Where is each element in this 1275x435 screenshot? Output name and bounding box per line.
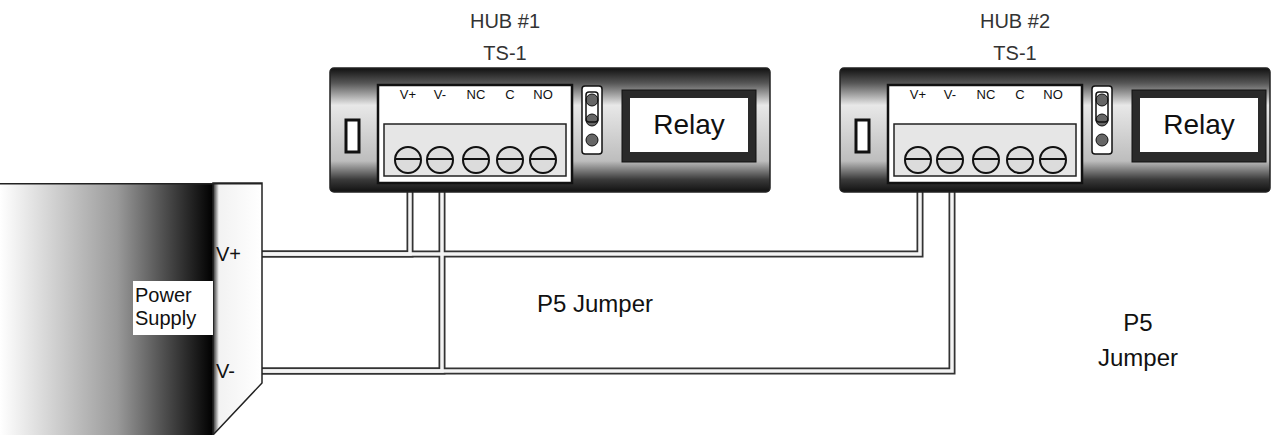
terminal-label: V+ <box>216 243 256 266</box>
wire-core <box>262 192 952 371</box>
terminal-label: V+ <box>392 88 424 103</box>
relay-box: Relay <box>1140 98 1258 152</box>
wire-core <box>262 192 442 371</box>
terminal-label: C <box>1004 88 1036 103</box>
relay-box: Relay <box>630 98 748 152</box>
terminal-label: NC <box>970 88 1002 103</box>
hub-housing: HUB #1TS-1RelayV+V-NCCNO <box>330 68 770 192</box>
terminal-label: C <box>494 88 526 103</box>
model-name: TS-1 <box>440 42 570 65</box>
terminal-label: NO <box>527 88 559 103</box>
power-supply-body <box>0 183 262 435</box>
relay-label: Relay <box>1140 98 1258 152</box>
power-wire <box>262 192 442 371</box>
wire-core <box>262 192 920 254</box>
jumper-label: P5 Jumper <box>537 287 707 322</box>
hub-name: HUB #1 <box>440 10 570 33</box>
terminal-label: NC <box>460 88 492 103</box>
terminal-label: V- <box>934 88 966 103</box>
terminal-label: NO <box>1037 88 1069 103</box>
power-supply: Power SupplyV+ V- <box>0 183 262 435</box>
relay-label: Relay <box>630 98 748 152</box>
power-wire <box>262 192 410 254</box>
jumper-label: P5 Jumper <box>1088 306 1188 376</box>
power-wire <box>262 192 920 254</box>
power-wire <box>262 192 952 371</box>
terminal-label: V- <box>216 360 256 383</box>
device-name: Power Supply <box>135 284 211 330</box>
hub-housing: HUB #2TS-1RelayV+V-NCCNO <box>840 68 1270 192</box>
terminal-label: V+ <box>902 88 934 103</box>
model-name: TS-1 <box>950 42 1080 65</box>
hub-name: HUB #2 <box>950 10 1080 33</box>
wire-core <box>262 192 410 254</box>
terminal-label: V- <box>424 88 456 103</box>
